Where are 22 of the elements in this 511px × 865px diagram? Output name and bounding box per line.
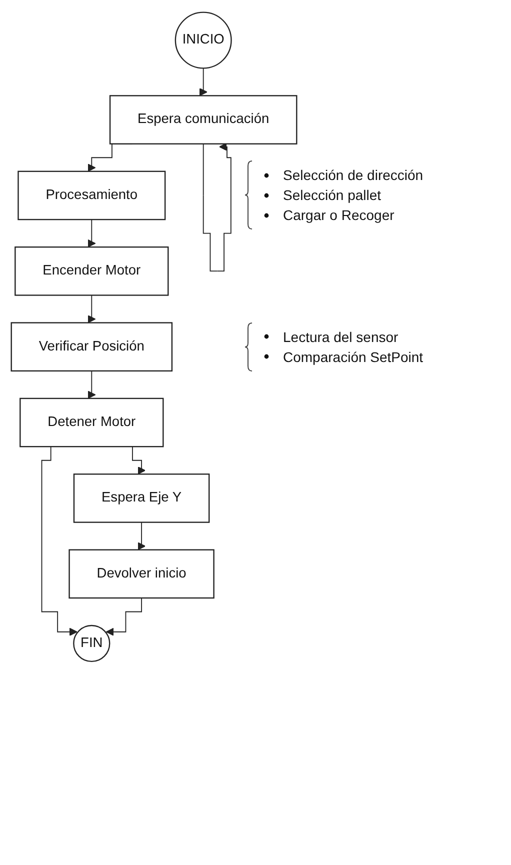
bullet-text: Selección pallet bbox=[283, 186, 382, 206]
arrow bbox=[202, 142, 232, 272]
node-box: Espera Eje Y bbox=[73, 474, 210, 523]
bullet-text: Comparación SetPoint bbox=[283, 348, 424, 367]
node-circle: FIN bbox=[73, 624, 110, 662]
arrow bbox=[106, 598, 142, 636]
node-circle: INICIO bbox=[174, 12, 232, 69]
node-box: Espera comunicación bbox=[109, 95, 298, 144]
node-box: Verificar Posición bbox=[10, 322, 173, 372]
arrow bbox=[88, 219, 96, 248]
bullet-text: Lectura del sensor bbox=[283, 328, 398, 347]
node-box: Encender Motor bbox=[14, 246, 169, 296]
node-box: Detener Motor bbox=[20, 398, 164, 448]
arrow bbox=[138, 522, 146, 550]
arrow bbox=[41, 446, 78, 636]
bullet-text: Selección de dirección bbox=[283, 166, 424, 186]
arrow bbox=[199, 68, 208, 96]
arrow bbox=[88, 294, 96, 324]
node-box: Devolver inicio bbox=[68, 549, 214, 599]
bullet-text: Cargar o Recoger bbox=[283, 206, 394, 226]
arrow bbox=[88, 370, 96, 399]
node-box: Procesamiento bbox=[18, 170, 166, 220]
